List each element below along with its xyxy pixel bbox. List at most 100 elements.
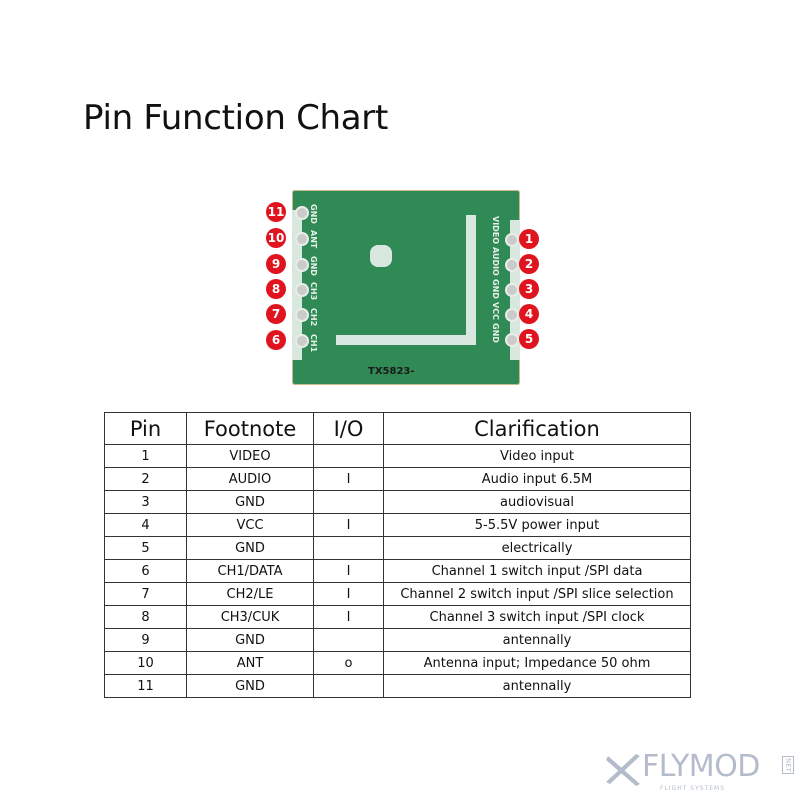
pin-pad [505, 308, 519, 322]
header-io: I/O [313, 412, 384, 445]
left-pin-labels: GND ANT GND CH3 CH2 CH1 [308, 204, 318, 360]
cell-io: I [313, 467, 384, 491]
pin-pad [295, 283, 309, 297]
cell-pin: 7 [104, 582, 187, 606]
pin-pad [295, 334, 309, 348]
cell-footnote: CH3/CUK [186, 605, 314, 629]
cell-clarification: Channel 1 switch input /SPI data [383, 559, 691, 583]
pin-label: VIDEO [491, 216, 500, 245]
cell-clarification: antennally [383, 674, 691, 698]
logo-tagline: FLIGHT SYSTEMS [660, 785, 726, 792]
cell-clarification: Audio input 6.5M [383, 467, 691, 491]
page-title: Pin Function Chart [83, 98, 389, 138]
silk-trace [336, 335, 476, 345]
pin-label: AUDIO [491, 247, 500, 276]
header-pin: Pin [104, 412, 187, 445]
silk-trace [466, 215, 476, 345]
cell-footnote: VIDEO [186, 444, 314, 468]
pin-number-badge: 9 [266, 254, 286, 274]
cell-io [313, 674, 384, 698]
flymod-logo: FLYMOD FLIGHT SYSTEMS NET [606, 752, 798, 796]
cell-io: o [313, 651, 384, 675]
cell-clarification: antennally [383, 628, 691, 652]
cell-pin: 2 [104, 467, 187, 491]
cell-footnote: GND [186, 536, 314, 560]
cell-pin: 10 [104, 651, 187, 675]
propeller-icon [606, 754, 640, 786]
pin-number-badge: 2 [519, 254, 539, 274]
right-pin-labels: VIDEO AUDIO GND VCC GND [490, 216, 500, 343]
pin-label: ANT [309, 230, 318, 249]
cell-pin: 5 [104, 536, 187, 560]
pin-pad [505, 333, 519, 347]
model-label: TX5823- [368, 366, 415, 377]
cell-footnote: VCC [186, 513, 314, 537]
cell-pin: 6 [104, 559, 187, 583]
pcb-board-image: GND ANT GND CH3 CH2 CH1 VIDEO AUDIO GND … [292, 190, 520, 385]
cell-io: I [313, 605, 384, 629]
cell-footnote: GND [186, 490, 314, 514]
cell-io [313, 536, 384, 560]
pin-pad [295, 258, 309, 272]
cell-clarification: Channel 2 switch input /SPI slice select… [383, 582, 691, 606]
logo-name: FLYMOD [642, 749, 760, 784]
pin-number-badge: 11 [266, 202, 286, 222]
cell-footnote: CH2/LE [186, 582, 314, 606]
pin-label: CH2 [309, 308, 318, 327]
cell-footnote: GND [186, 674, 314, 698]
pin-pad [295, 206, 309, 220]
cell-io [313, 444, 384, 468]
cell-io: I [313, 513, 384, 537]
pin-pad [505, 283, 519, 297]
cell-pin: 11 [104, 674, 187, 698]
cell-io [313, 628, 384, 652]
pin-pad [295, 232, 309, 246]
cell-footnote: CH1/DATA [186, 559, 314, 583]
pin-number-badge: 7 [266, 304, 286, 324]
pin-number-badge: 4 [519, 304, 539, 324]
pin-number-badge: 6 [266, 330, 286, 350]
pin-number-badge: 3 [519, 279, 539, 299]
logo-suffix: NET [782, 756, 794, 774]
pin-number-badge: 8 [266, 279, 286, 299]
cell-clarification: Channel 3 switch input /SPI clock [383, 605, 691, 629]
cell-pin: 1 [104, 444, 187, 468]
cell-pin: 8 [104, 605, 187, 629]
pin-number-badge: 1 [519, 229, 539, 249]
pin-label: VCC [491, 301, 500, 320]
cell-pin: 9 [104, 628, 187, 652]
cell-clarification: Video input [383, 444, 691, 468]
pin-label: GND [309, 256, 318, 276]
pin-pad [505, 233, 519, 247]
header-footnote: Footnote [186, 412, 314, 445]
silk-pad [370, 245, 392, 267]
pin-label: GND [491, 322, 500, 343]
pin-label: CH3 [309, 282, 318, 301]
cell-footnote: AUDIO [186, 467, 314, 491]
pin-label: GND [309, 204, 318, 224]
cell-pin: 3 [104, 490, 187, 514]
cell-clarification: electrically [383, 536, 691, 560]
cell-io: I [313, 559, 384, 583]
pin-number-badge: 10 [266, 228, 286, 248]
cell-pin: 4 [104, 513, 187, 537]
cell-io [313, 490, 384, 514]
header-clarification: Clarification [383, 412, 691, 445]
cell-footnote: GND [186, 628, 314, 652]
cell-clarification: Antenna input; Impedance 50 ohm [383, 651, 691, 675]
pin-number-badge: 5 [519, 329, 539, 349]
cell-clarification: audiovisual [383, 490, 691, 514]
cell-io: I [313, 582, 384, 606]
cell-clarification: 5-5.5V power input [383, 513, 691, 537]
cell-footnote: ANT [186, 651, 314, 675]
pin-label: GND [491, 278, 500, 299]
